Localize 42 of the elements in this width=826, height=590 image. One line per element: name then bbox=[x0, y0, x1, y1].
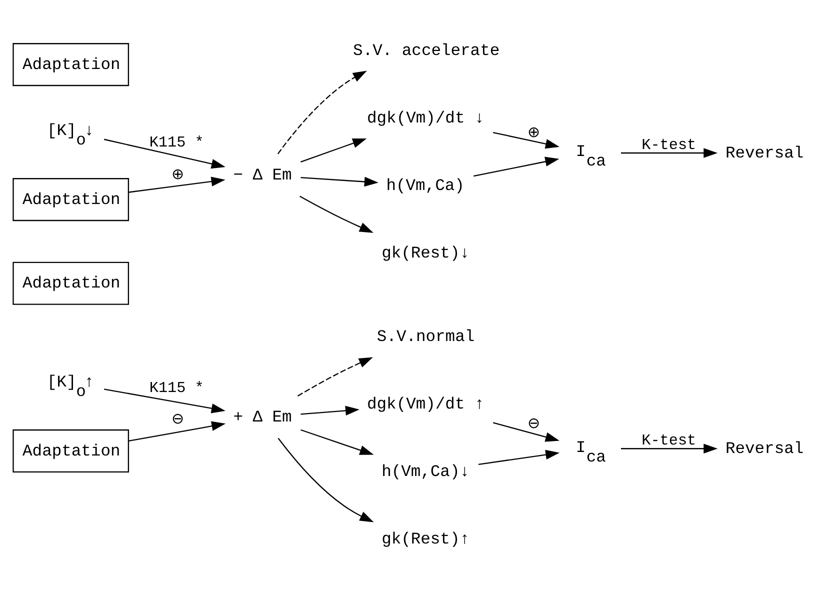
node-box: Adaptation bbox=[12, 178, 130, 222]
node-text: Reversal bbox=[725, 438, 804, 458]
arrow bbox=[128, 176, 226, 193]
node-box: Adaptation bbox=[12, 262, 130, 305]
arrow bbox=[278, 438, 374, 522]
arrow bbox=[478, 450, 560, 465]
arrow bbox=[104, 138, 226, 169]
node-text: + Δ Em bbox=[233, 408, 292, 427]
node-text: Reversal bbox=[725, 143, 804, 162]
node-text: gk(Rest)↓ bbox=[382, 243, 470, 262]
edge-label: K-test bbox=[642, 431, 696, 450]
node-box: Adaptation bbox=[12, 429, 130, 472]
edge-label: ⊖ bbox=[528, 415, 541, 434]
node-text: gk(Rest)↑ bbox=[382, 530, 470, 549]
arrow bbox=[300, 196, 374, 233]
arrow bbox=[277, 70, 367, 154]
arrow bbox=[474, 156, 560, 177]
edge-label: ⊕ bbox=[172, 166, 185, 184]
node-text: S.V. accelerate bbox=[353, 40, 500, 60]
arrow bbox=[300, 176, 378, 187]
arrow bbox=[300, 138, 367, 162]
arrow bbox=[493, 132, 560, 149]
edge-label: ⊕ bbox=[528, 124, 541, 142]
arrow bbox=[128, 421, 226, 442]
arrow bbox=[492, 422, 560, 442]
node-text: h(Vm,Ca)↓ bbox=[382, 462, 470, 482]
arrow bbox=[297, 357, 373, 397]
node-text: S.V.normal bbox=[376, 327, 475, 346]
node-text: dgk(Vm)/dt ↑ bbox=[367, 394, 484, 414]
edge-label: K115 * bbox=[149, 379, 204, 398]
arrow bbox=[104, 388, 226, 414]
node-text: h(Vm,Ca) bbox=[386, 176, 464, 195]
edge-label: K-test bbox=[642, 136, 696, 154]
node-box: Adaptation bbox=[12, 43, 130, 86]
node-text: − Δ Em bbox=[233, 165, 292, 184]
arrow bbox=[300, 429, 374, 455]
edge-label: K115 * bbox=[149, 134, 204, 152]
arrow bbox=[300, 406, 360, 416]
arrow bbox=[620, 444, 718, 454]
edge-label: ⊖ bbox=[172, 410, 185, 428]
node-text: dgk(Vm)/dt ↓ bbox=[367, 108, 484, 128]
arrow bbox=[620, 148, 718, 158]
